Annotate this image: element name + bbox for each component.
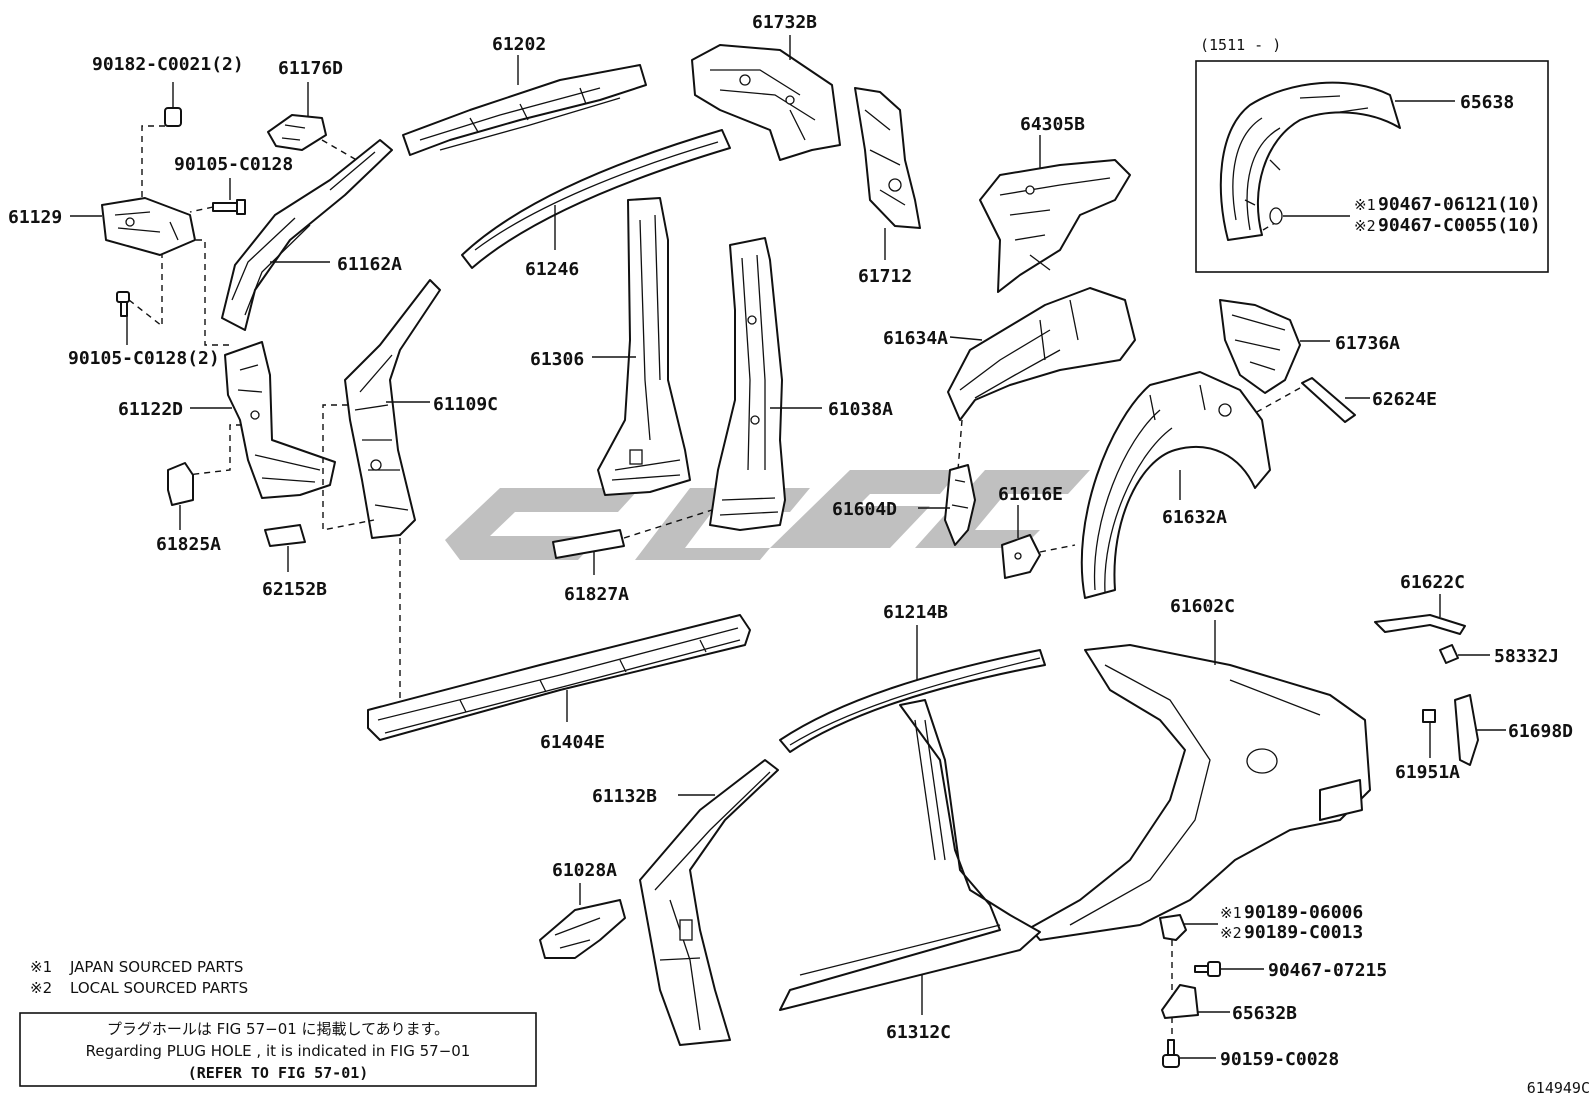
bolt-90467-icon xyxy=(1194,961,1221,977)
label-61632A: 61632A xyxy=(1162,507,1227,528)
inset-fastener-2: 90467-C0055(10) xyxy=(1378,215,1541,236)
label-64305B: 64305B xyxy=(1020,114,1085,135)
nut-icon xyxy=(164,107,182,127)
label-61109C: 61109C xyxy=(433,394,498,415)
label-61634A: 61634A xyxy=(883,328,948,349)
notice-line-en: Regarding PLUG HOLE , it is indicated in… xyxy=(86,1042,471,1060)
label-61312C: 61312C xyxy=(886,1022,951,1043)
part-62152B-shape xyxy=(264,524,306,547)
label-61306: 61306 xyxy=(530,349,584,370)
bolt-90159-icon xyxy=(1162,1039,1180,1068)
part-61028A-shape xyxy=(539,899,626,959)
label-61604D: 61604D xyxy=(832,499,897,520)
part-61632A-shape xyxy=(1080,371,1271,599)
label-61404E: 61404E xyxy=(540,732,605,753)
label-61698D: 61698D xyxy=(1508,721,1573,742)
part-61132B-shape xyxy=(639,759,779,1046)
part-61622C-shape xyxy=(1374,614,1466,635)
legend-mark-2: ※2 xyxy=(30,979,52,997)
part-61951A-shape xyxy=(1422,709,1436,723)
label-61827A: 61827A xyxy=(564,584,629,605)
label-61129: 61129 xyxy=(8,207,62,228)
label-61622C: 61622C xyxy=(1400,572,1465,593)
label-61202: 61202 xyxy=(492,34,546,55)
legend-text-1: JAPAN SOURCED PARTS xyxy=(69,958,243,976)
part-61122D-shape xyxy=(224,341,336,499)
bolt-icon xyxy=(212,199,246,215)
part-61736A-shape xyxy=(1219,299,1301,394)
bolt-icon-2 xyxy=(116,291,130,317)
part-65632B-shape xyxy=(1161,984,1199,1019)
clip-icon xyxy=(1269,207,1283,225)
label-61132B: 61132B xyxy=(592,786,657,807)
part-61404E-shape xyxy=(367,614,751,741)
clip-fastener-2: 90189-C0013 xyxy=(1244,922,1363,943)
part-61698D-shape xyxy=(1454,694,1479,766)
part-61616E-shape xyxy=(1001,534,1041,579)
label-90467-07215: 90467-07215 xyxy=(1268,960,1387,981)
figure-id: 614949C xyxy=(1527,1079,1590,1097)
part-61176D-shape xyxy=(267,114,327,151)
label-61825A: 61825A xyxy=(156,534,221,555)
inset-fastener-1: 90467-06121(10) xyxy=(1378,194,1541,215)
clip-58332J-icon xyxy=(1439,644,1459,664)
notice-line-ref: (REFER TO FIG 57-01) xyxy=(188,1064,369,1082)
part-61825A-shape xyxy=(167,462,194,506)
part-61827A-shape xyxy=(552,529,625,559)
label-65638: 65638 xyxy=(1460,92,1514,113)
label-62152B: 62152B xyxy=(262,579,327,600)
label-61602C: 61602C xyxy=(1170,596,1235,617)
label-61736A: 61736A xyxy=(1335,333,1400,354)
inset-header: (1511 - ) xyxy=(1200,36,1281,54)
part-65638-shape xyxy=(1219,81,1401,241)
part-61732B-shape xyxy=(691,44,841,161)
clip-90189-icon xyxy=(1159,914,1187,941)
label-58332J: 58332J xyxy=(1494,646,1559,667)
part-64305B-shape xyxy=(979,159,1131,293)
part-61306-shape xyxy=(597,197,691,496)
label-65632B: 65632B xyxy=(1232,1003,1297,1024)
part-62624E-shape xyxy=(1301,377,1356,423)
part-61162A-shape xyxy=(221,139,393,331)
inset-box: (1511 - ) 65638 ※1 90467-06121(10) ※2 90… xyxy=(1195,36,1549,273)
part-61246-shape xyxy=(461,129,731,269)
label-90159-C0028: 90159-C0028 xyxy=(1220,1049,1339,1070)
label-61951A: 61951A xyxy=(1395,762,1460,783)
label-61712: 61712 xyxy=(858,266,912,287)
label-61176D: 61176D xyxy=(278,58,343,79)
part-61202-shape xyxy=(402,64,647,156)
label-61246: 61246 xyxy=(525,259,579,280)
clip-fastener-mark-1: ※1 xyxy=(1220,904,1242,922)
notice-line-jp: プラグホールは FIG 57−01 に掲載してあります。 xyxy=(107,1020,449,1038)
label-61732B: 61732B xyxy=(752,12,817,33)
label-90182-C0021: 90182-C0021(2) xyxy=(92,54,244,75)
part-61712-shape xyxy=(854,87,921,229)
clip-fastener-mark-2: ※2 xyxy=(1220,924,1242,942)
part-61602C-shape xyxy=(1029,644,1371,941)
part-61214B-shape xyxy=(779,649,1046,753)
part-61312C-shape xyxy=(779,699,1041,1011)
part-61634A-shape xyxy=(947,287,1136,421)
notice-box: プラグホールは FIG 57−01 に掲載してあります。 Regarding P… xyxy=(19,1012,537,1087)
label-61122D: 61122D xyxy=(118,399,183,420)
label-61162A: 61162A xyxy=(337,254,402,275)
label-90105-C0128-2: 90105-C0128(2) xyxy=(68,348,220,369)
label-61616E: 61616E xyxy=(998,484,1063,505)
label-61214B: 61214B xyxy=(883,602,948,623)
label-61028A: 61028A xyxy=(552,860,617,881)
legend-text-2: LOCAL SOURCED PARTS xyxy=(70,979,248,997)
part-61129-shape xyxy=(101,197,196,256)
part-61109C-shape xyxy=(344,279,441,539)
legend-mark-1: ※1 xyxy=(30,958,52,976)
clip-fastener-1: 90189-06006 xyxy=(1244,902,1363,923)
part-61604D-shape xyxy=(944,464,976,546)
inset-fastener-mark-2: ※2 xyxy=(1354,217,1376,235)
inset-fastener-mark-1: ※1 xyxy=(1354,196,1376,214)
part-61038A-shape xyxy=(709,237,786,531)
label-90105-C0128: 90105-C0128 xyxy=(174,154,293,175)
label-62624E: 62624E xyxy=(1372,389,1437,410)
label-61038A: 61038A xyxy=(828,399,893,420)
